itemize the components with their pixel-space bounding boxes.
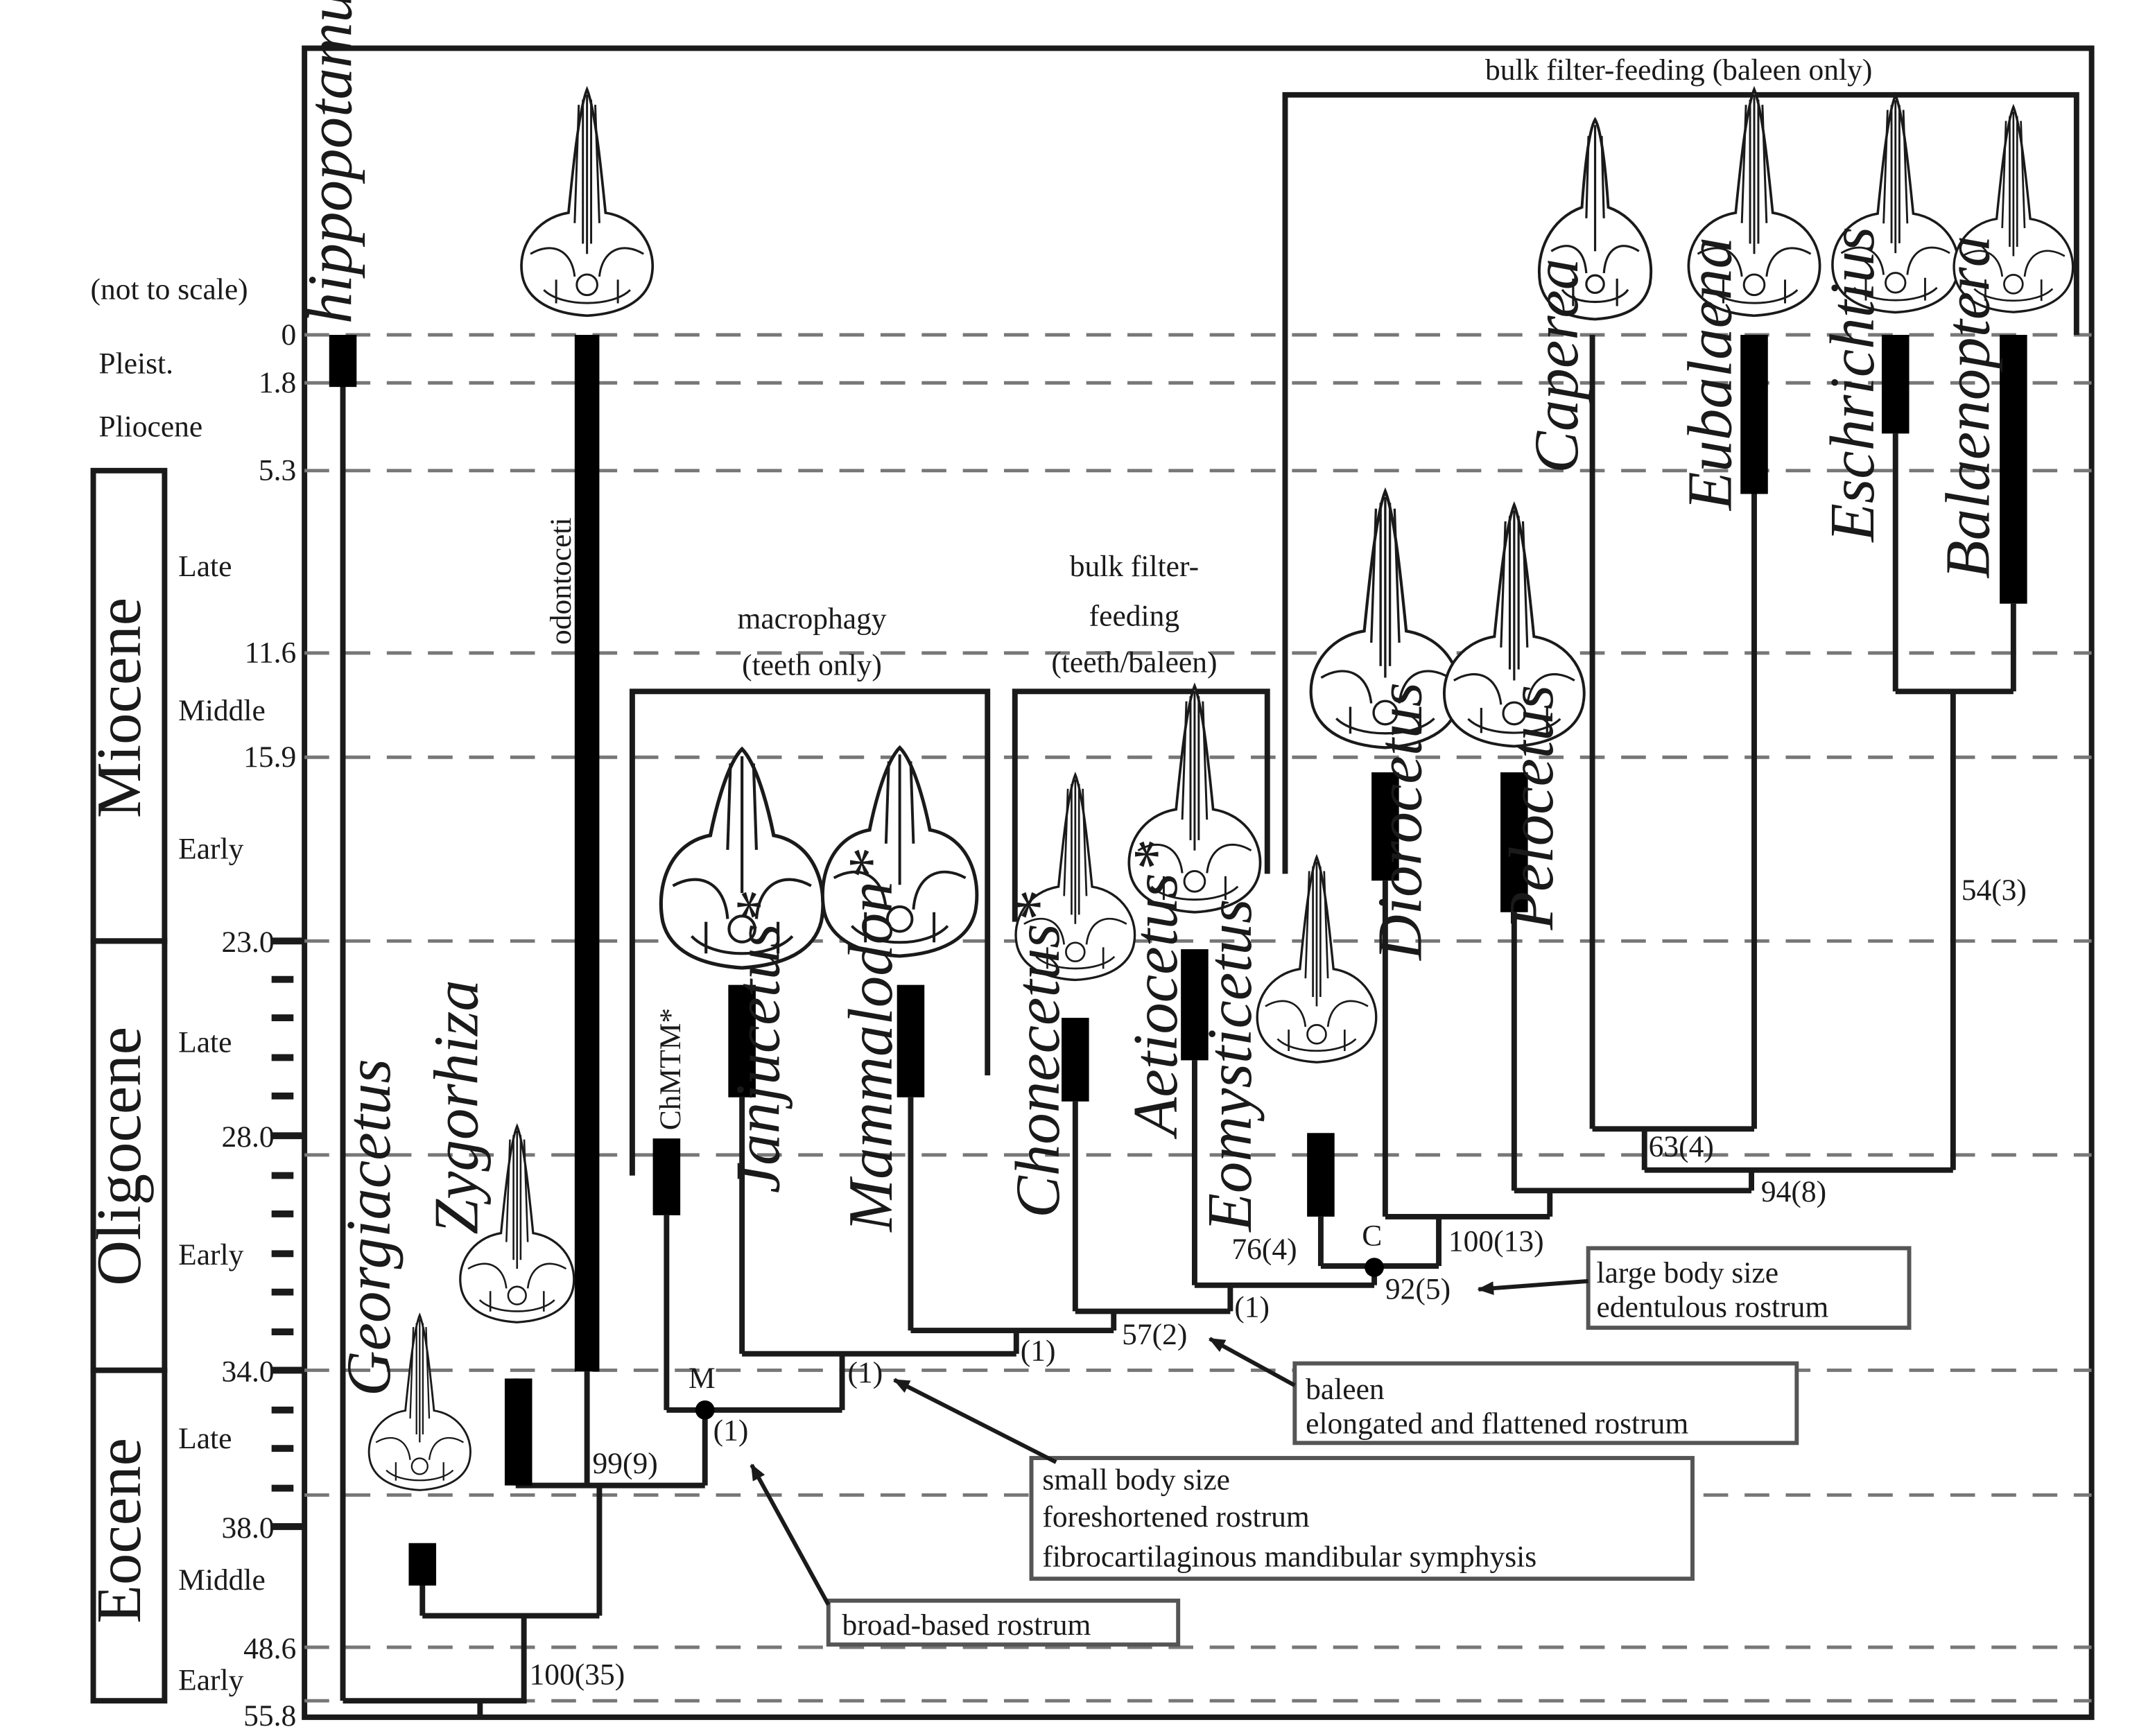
- annotation-large-body: large body size edentulous rostrum: [1586, 1246, 1912, 1330]
- sub-late-miocene: Late: [178, 550, 232, 583]
- node-100-13: 100(13): [1448, 1224, 1544, 1258]
- node-92-5: 92(5): [1385, 1273, 1451, 1306]
- annotation-small-body-line1: small body size: [1042, 1464, 1230, 1497]
- age-28-0: 28.0: [221, 1120, 274, 1154]
- node-94-8: 94(8): [1761, 1175, 1826, 1208]
- age-38-0: 38.0: [221, 1511, 274, 1545]
- epoch-miocene: Miocene: [84, 598, 154, 818]
- skull-eomysticetus: [1256, 856, 1378, 1064]
- age-34-0: 34.0: [221, 1355, 274, 1388]
- node-99-9: 99(9): [593, 1447, 658, 1480]
- age-23-0: 23.0: [221, 926, 274, 959]
- taxon-zygorhiza: Zygorhiza: [421, 980, 491, 1234]
- age-11-6: 11.6: [245, 636, 297, 670]
- annotation-large-body-line2: edentulous rostrum: [1597, 1290, 1829, 1323]
- annotation-baleen-line1: baleen: [1306, 1373, 1385, 1406]
- node-m-label: M: [689, 1362, 716, 1395]
- taxon-balaenoptera: Balaenoptera: [1932, 236, 2002, 579]
- node-c-label: C: [1362, 1219, 1382, 1252]
- sub-early-eocene: Early: [178, 1663, 243, 1696]
- annotation-small-body-line2: foreshortened rostrum: [1042, 1500, 1310, 1534]
- skull-odontoceti: [520, 88, 655, 318]
- taxon-georgiacetus: Georgiacetus: [334, 1059, 404, 1396]
- taxon-mammalodon: Mammalodon*: [835, 849, 906, 1233]
- group-bulk-teeth-line1: bulk filter-: [1070, 550, 1199, 583]
- time-ticks: [271, 937, 305, 1530]
- taxon-eubalaena: Eubalaena: [1674, 237, 1744, 512]
- not-to-scale-note: (not to scale): [91, 273, 248, 306]
- node-m-marker: [695, 1400, 715, 1420]
- taxon-chmtm: ChMTM*: [654, 1008, 687, 1130]
- node-63-4: 63(4): [1649, 1130, 1714, 1163]
- node-1-a: (1): [1021, 1335, 1056, 1368]
- taxon-eschrichtius: Eschrichtius: [1817, 227, 1887, 544]
- annotation-arrows: [750, 1278, 1588, 1606]
- node-mammalodontid-support: (1): [847, 1356, 883, 1389]
- group-bulk-baleen-only: bulk filter-feeding (baleen only): [1485, 53, 1872, 87]
- age-48-6: 48.6: [243, 1632, 296, 1665]
- group-bulk-teeth-line2: feeding: [1089, 599, 1179, 632]
- epoch-eocene: Eocene: [84, 1438, 154, 1624]
- node-m-support: (1): [713, 1414, 749, 1447]
- taxon-chonecetus: Chonecetus*: [1003, 892, 1073, 1217]
- epoch-pleistocene: Pleist.: [98, 347, 173, 380]
- taxon-eomysticetus: Eomysticetus: [1195, 899, 1265, 1233]
- taxon-hippopotamus: hippopotamus: [295, 0, 365, 324]
- annotation-broad-rostrum: broad-based rostrum: [826, 1598, 1181, 1647]
- sub-early-miocene: Early: [178, 833, 243, 866]
- annotation-large-body-line1: large body size: [1597, 1256, 1779, 1290]
- epoch-oligocene: Oligocene: [84, 1027, 154, 1286]
- taxon-caperea: Caperea: [1521, 259, 1591, 474]
- age-0: 0: [282, 318, 297, 351]
- taxon-aetiocetus: Aetiocetus*: [1120, 841, 1190, 1139]
- taxon-pelocetus: Pelocetus: [1496, 685, 1566, 931]
- node-100-35: 100(35): [530, 1658, 625, 1691]
- annotation-broad-rostrum-text: broad-based rostrum: [842, 1608, 1091, 1642]
- annotation-small-body: small body size foreshortened rostrum fi…: [1029, 1456, 1695, 1581]
- sub-early-oligocene: Early: [178, 1238, 243, 1271]
- age-15-9: 15.9: [243, 740, 296, 774]
- age-1-8: 1.8: [259, 366, 296, 399]
- annotation-small-body-line3: fibrocartilaginous mandibular symphysis: [1042, 1540, 1536, 1573]
- sub-late-eocene: Late: [178, 1422, 232, 1455]
- taxon-odontoceti: odontoceti: [544, 517, 578, 645]
- epoch-box-eocene: [90, 1367, 168, 1704]
- node-c-marker: [1365, 1258, 1384, 1277]
- annotation-baleen-line2: elongated and flattened rostrum: [1306, 1407, 1688, 1440]
- stratigraphic-ranges: [329, 334, 2027, 1586]
- age-55-8: 55.8: [243, 1699, 296, 1733]
- sub-middle-miocene: Middle: [178, 694, 266, 727]
- taxon-janjucetus: Janjucetus*: [723, 892, 793, 1193]
- node-57-2: 57(2): [1122, 1318, 1187, 1351]
- taxon-diorocetus: Diorocetus: [1365, 682, 1435, 962]
- node-76-4: 76(4): [1231, 1233, 1297, 1266]
- age-5-3: 5.3: [259, 454, 296, 487]
- annotation-baleen: baleen elongated and flattened rostrum: [1292, 1361, 1799, 1446]
- sub-middle-eocene: Middle: [178, 1563, 266, 1597]
- group-macrophagy-line1: macrophagy: [738, 602, 887, 635]
- node-54-3: 54(3): [1962, 874, 2027, 907]
- figure-frame: [302, 45, 2095, 1720]
- time-scale: Miocene Oligocene Eocene Pleist. Pliocen…: [84, 273, 305, 1733]
- group-macrophagy-line2: (teeth only): [742, 649, 882, 682]
- sub-late-oligocene: Late: [178, 1026, 232, 1059]
- epoch-pliocene: Pliocene: [98, 410, 202, 443]
- node-1-b: (1): [1234, 1290, 1270, 1323]
- group-bulk-teeth-line3: (teeth/baleen): [1051, 646, 1217, 679]
